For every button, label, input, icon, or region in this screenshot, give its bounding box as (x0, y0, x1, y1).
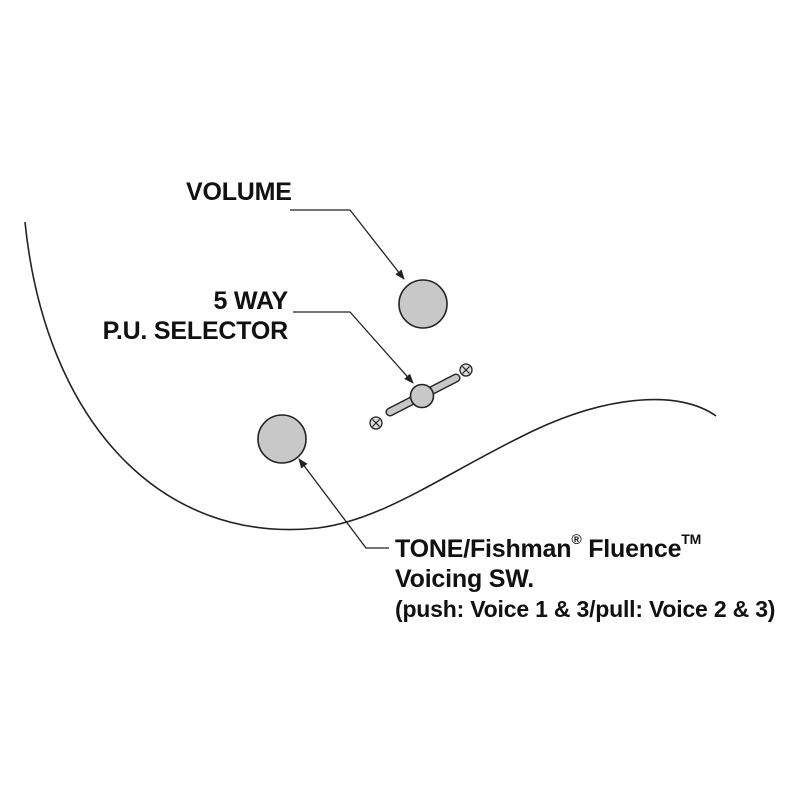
selector-leader-arrow (293, 311, 414, 384)
volume-leader-arrow (290, 209, 405, 280)
volume-knob (398, 279, 448, 329)
tone-label-line2: Voicing SW. (395, 565, 535, 593)
screw-icon (459, 363, 473, 377)
screw-icon (369, 416, 383, 430)
selector-label: 5 WAY P.U. SELECTOR (102, 286, 289, 346)
registered-mark: ® (571, 531, 582, 547)
body-outline (24, 221, 717, 531)
selector-label-line2: P.U. SELECTOR (102, 317, 289, 345)
trademark-mark: TM (681, 531, 702, 547)
tone-label-name: Fluence (581, 535, 682, 563)
selector-tip (409, 383, 435, 409)
tone-label-prefix: TONE/Fishman (395, 535, 572, 563)
selector-label-line1: 5 WAY (213, 287, 288, 315)
tone-label: TONE/Fishman® FluenceTM Voicing SW. (pus… (395, 531, 776, 624)
volume-label: VOLUME (186, 178, 292, 206)
tone-knob (257, 414, 307, 464)
tone-label-line3: (push: Voice 1 & 3/pull: Voice 2 & 3) (395, 596, 776, 622)
tone-leader-arrow (298, 458, 389, 549)
pickup-selector-switch (369, 363, 473, 430)
tone-label-line1: TONE/Fishman® FluenceTM (395, 531, 775, 564)
